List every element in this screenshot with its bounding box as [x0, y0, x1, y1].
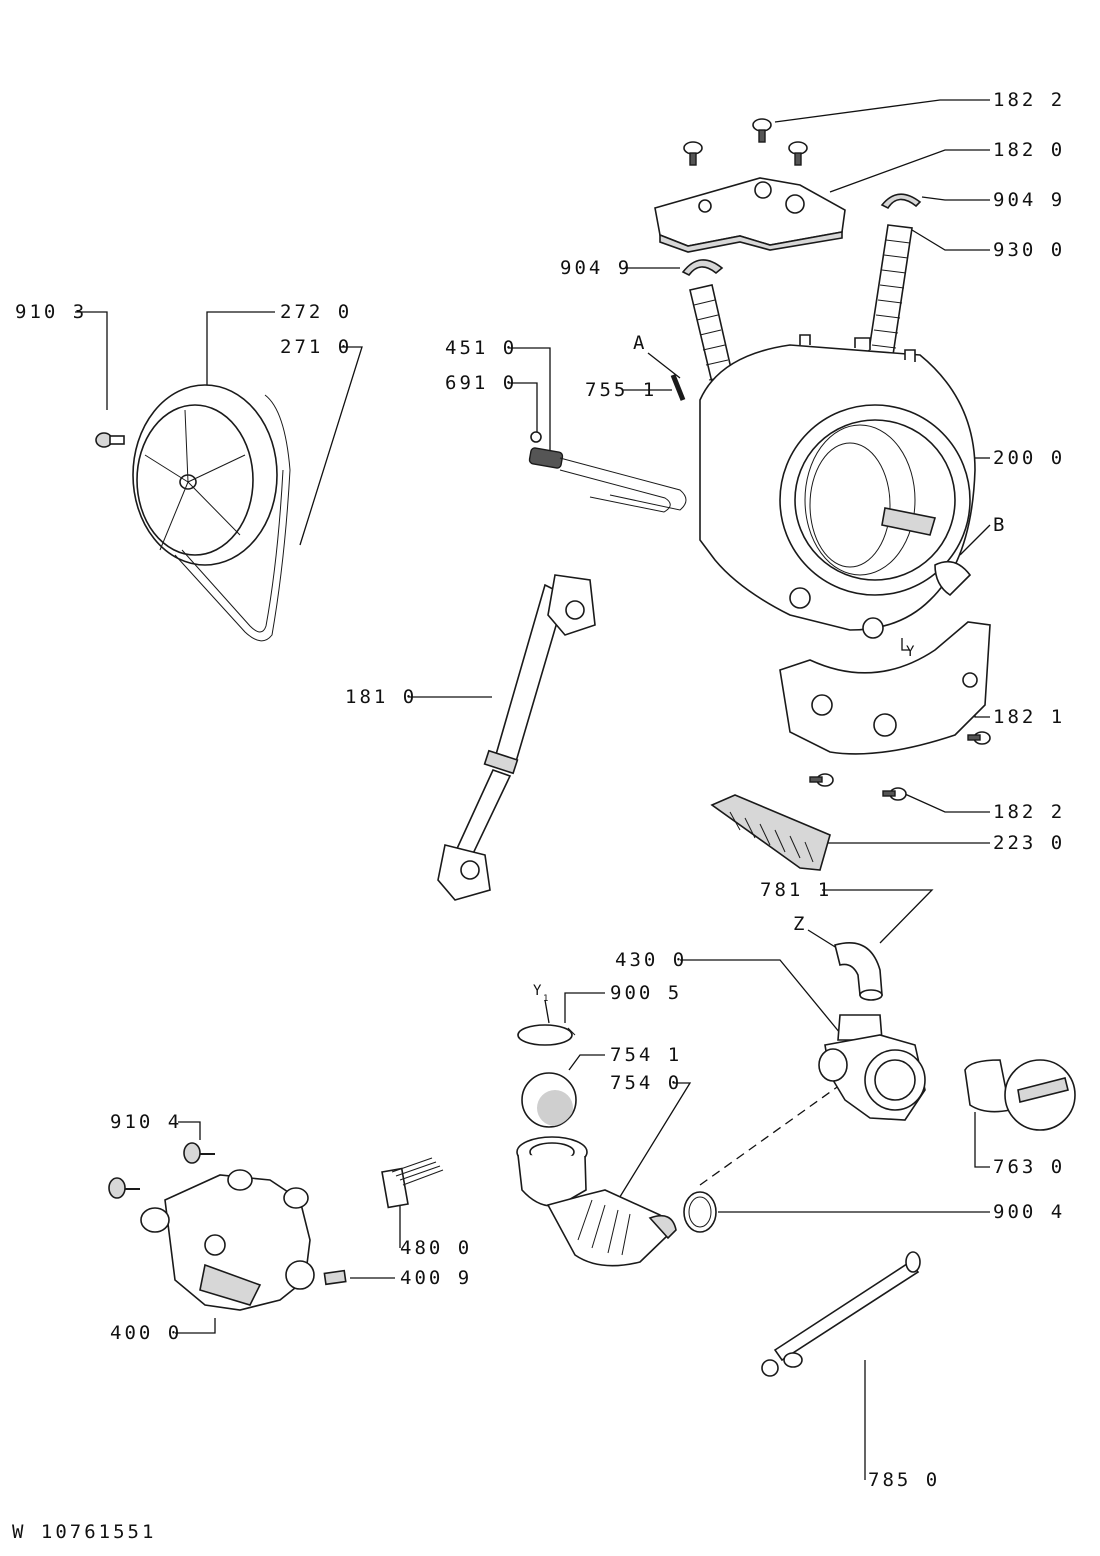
- label-910-4: 910 4: [110, 1111, 183, 1133]
- hose-clamp-904-9-right-icon: [880, 193, 922, 210]
- label-400-9: 400 9: [400, 1267, 473, 1289]
- label-letter-y-pump: Y: [533, 983, 545, 999]
- drive-belt-icon: [174, 394, 291, 642]
- label-910-3: 910 3: [15, 301, 88, 323]
- label-480-0: 480 0: [400, 1237, 473, 1259]
- label-letter-y-drum: Y: [906, 644, 918, 660]
- label-930-0: 930 0: [993, 239, 1066, 261]
- elbow-hose-781-1-icon: [834, 941, 883, 1001]
- label-200-0: 200 0: [993, 447, 1066, 469]
- label-451-0: 451 0: [445, 337, 518, 359]
- label-letter-a: A: [633, 332, 648, 354]
- label-904-9-right: 904 9: [993, 189, 1066, 211]
- counterweight-top-icon: [654, 177, 846, 253]
- label-691-0: 691 0: [445, 372, 518, 394]
- shock-absorber-icon: [437, 574, 596, 901]
- sump-hose-icon: [516, 1136, 677, 1267]
- screw-182-2-a-icon: [967, 731, 991, 745]
- float-ball-icon: [521, 1072, 577, 1128]
- label-754-0: 754 0: [610, 1072, 683, 1094]
- sensor-nut-691-0-icon: [530, 431, 542, 443]
- carbon-brush-icon: [323, 1269, 347, 1286]
- drum-pulley-icon: [132, 384, 278, 566]
- heater-element-icon: [528, 447, 687, 513]
- label-letter-z: Z: [793, 913, 808, 935]
- hose-clamp-904-9-left-icon: [681, 259, 724, 277]
- label-182-2-top: 182 2: [993, 89, 1066, 111]
- label-182-1: 182 1: [993, 706, 1066, 728]
- label-900-5: 900 5: [610, 982, 683, 1004]
- tub-drum-assembly-icon: [699, 334, 976, 639]
- hose-clamp-900-4-icon: [683, 1191, 717, 1233]
- label-letter-y-pump-arrow: 1: [543, 994, 548, 1004]
- label-785-0: 785 0: [868, 1469, 941, 1491]
- bolt-910-4-bottom-icon: [108, 1177, 140, 1199]
- label-272-0: 272 0: [280, 301, 353, 323]
- label-182-0: 182 0: [993, 139, 1066, 161]
- screw-182-2-right-icon: [788, 141, 808, 166]
- label-904-9-left: 904 9: [560, 257, 633, 279]
- label-430-0: 430 0: [615, 949, 688, 971]
- pin-755-1-icon: [670, 374, 686, 401]
- label-182-2-bottom: 182 2: [993, 801, 1066, 823]
- seal-ring-900-5-icon: [517, 1024, 576, 1046]
- screw-182-2-c-icon: [882, 787, 907, 801]
- wire-connector-icon: [381, 1157, 444, 1209]
- label-755-1: 755 1: [585, 379, 658, 401]
- pump-filter-icon: [964, 1059, 1076, 1131]
- drain-pump-icon: [818, 1014, 926, 1121]
- screw-182-2-b-icon: [809, 773, 834, 787]
- inlet-hose-icon: [761, 1251, 921, 1377]
- motor-icon: [140, 1169, 315, 1311]
- label-271-0: 271 0: [280, 336, 353, 358]
- label-223-0: 223 0: [993, 832, 1066, 854]
- document-id: W 10761551: [12, 1521, 157, 1543]
- label-781-1: 781 1: [760, 879, 833, 901]
- label-763-0: 763 0: [993, 1156, 1066, 1178]
- label-400-0: 400 0: [110, 1322, 183, 1344]
- leader-lines: [75, 99, 991, 1480]
- label-900-4: 900 4: [993, 1201, 1066, 1223]
- bolt-910-3-icon: [95, 432, 125, 448]
- label-letter-b: B: [993, 514, 1008, 536]
- label-754-1: 754 1: [610, 1044, 683, 1066]
- screw-182-2-top-icon: [752, 118, 772, 143]
- bolt-910-4-top-icon: [183, 1142, 215, 1164]
- label-181-0: 181 0: [345, 686, 418, 708]
- counterweight-front-icon: [779, 621, 991, 755]
- screw-182-2-left-icon: [683, 141, 703, 166]
- drum-lifter-rib-icon: [710, 794, 831, 871]
